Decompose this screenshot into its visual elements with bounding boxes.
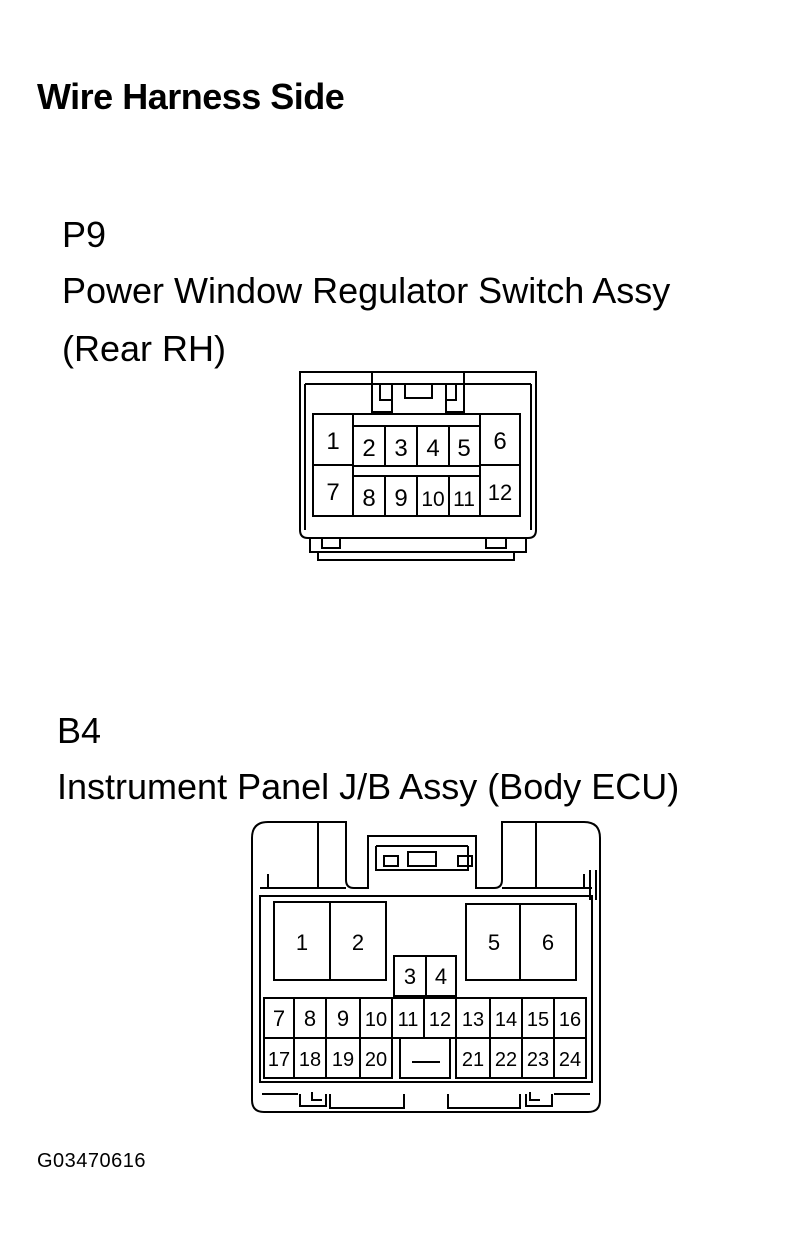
connector-name-b4: Instrument Panel J/B Assy (Body ECU) (57, 766, 680, 807)
connector-p9-pin-cells (312, 413, 521, 517)
b4-pin-label: 17 (268, 1049, 290, 1071)
b4-pin-label: 15 (527, 1009, 549, 1031)
connector-b4-pin-cells (263, 901, 587, 1079)
figure-id: G03470616 (37, 1150, 147, 1172)
connector-name-p9: Power Window Regulator Switch Assy (62, 270, 671, 311)
b4-pin-label: 12 (429, 1009, 451, 1031)
b4-pin-label: 1 (296, 930, 308, 955)
p9-pin-label: 9 (394, 485, 407, 512)
p9-pin-label: 5 (457, 435, 470, 462)
connector-code-b4: B4 (57, 710, 102, 751)
p9-pin-label: 11 (453, 488, 475, 511)
b4-pin-label: 4 (435, 964, 447, 989)
b4-pin-label: 5 (488, 930, 500, 955)
b4-pin-label: 18 (299, 1049, 321, 1071)
p9-pin-label: 3 (394, 435, 407, 462)
b4-pin-label: 13 (462, 1009, 484, 1031)
connector-p9-housing (299, 371, 537, 561)
b4-pin-label: 11 (398, 1009, 419, 1031)
b4-pin-label: 8 (304, 1006, 316, 1031)
b4-pin-label: 24 (559, 1049, 581, 1071)
b4-pin-label: 20 (365, 1049, 387, 1071)
b4-pin-label: 21 (462, 1049, 484, 1071)
b4-pin-label: 22 (495, 1049, 517, 1071)
b4-pin-label: 23 (527, 1049, 549, 1071)
b4-pin-label: 7 (273, 1006, 285, 1031)
connector-name-p9-line2: (Rear RH) (62, 328, 227, 369)
connector-code-p9: P9 (62, 214, 107, 255)
b4-pin-label: 2 (352, 930, 364, 955)
p9-pin-label: 7 (326, 479, 339, 506)
p9-pin-label: 12 (488, 480, 512, 505)
p9-pin-label: 10 (421, 488, 444, 511)
b4-pin-label: 6 (542, 930, 554, 955)
b4-pin-label: 3 (404, 964, 416, 989)
p9-pin-label: 2 (362, 435, 375, 462)
p9-pin-label: 1 (326, 428, 339, 455)
connector-b4-housing (251, 821, 601, 1113)
b4-pin-label: 10 (365, 1009, 387, 1031)
p9-pin-label: 8 (362, 485, 375, 512)
b4-pin-label: 9 (337, 1006, 349, 1031)
p9-pin-label: 6 (493, 428, 506, 455)
b4-pin-label: 16 (559, 1009, 581, 1031)
diagram-heading: Wire Harness Side (37, 76, 345, 117)
p9-pin-label: 4 (426, 435, 439, 462)
b4-pin-label: 19 (332, 1049, 354, 1071)
b4-pin-label: 14 (495, 1009, 517, 1031)
